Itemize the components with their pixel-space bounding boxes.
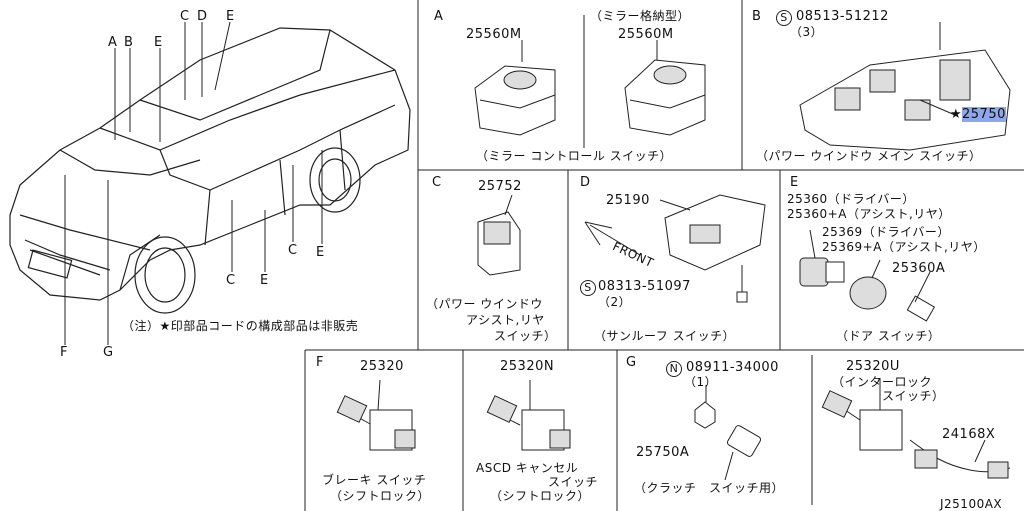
panel-c-part-code: 25752: [478, 179, 522, 194]
panel-f-caption-1b: （シフトロック）: [330, 489, 431, 503]
panel-b-part-code: 25750: [962, 107, 1006, 122]
panel-c-caption-3: スイッチ）: [494, 329, 557, 343]
car-label-c-lower: C: [226, 273, 236, 288]
panel-c-letter: C: [432, 175, 442, 190]
mirror-switch-drawing: [474, 40, 706, 136]
panel-d-screw-symbol: S: [580, 280, 596, 296]
car-label-a: A: [108, 35, 118, 50]
panel-d-letter: D: [580, 175, 591, 190]
panel-g-bolt-code: 25750A: [636, 445, 690, 460]
panel-f-caption-2a: ASCD キャンセル: [476, 461, 579, 475]
panel-g-letter: G: [626, 355, 637, 370]
car-label-g: G: [103, 345, 114, 360]
clutch-switch-drawing: [694, 378, 1011, 481]
panel-b-letter: B: [752, 9, 762, 24]
car-label-d: D: [197, 9, 208, 24]
car-illustration: [9, 27, 411, 314]
panel-b-screw-qty: （3）: [790, 25, 824, 39]
panel-d-screw-qty: （2）: [598, 295, 632, 309]
door-switch-drawing: [799, 229, 936, 322]
panel-f-letter: F: [316, 355, 324, 370]
car-label-e-rear: E: [316, 245, 325, 260]
panel-f-caption-2b: スイッチ: [548, 475, 599, 489]
panel-c-caption-2: アシスト,リヤ: [466, 313, 545, 327]
panel-c-caption-1: （パワー ウインドウ: [426, 297, 543, 311]
car-label-e-top: E: [226, 9, 235, 24]
panel-a-part-code: 25560M: [466, 27, 522, 42]
car-label-e-lower: E: [260, 273, 269, 288]
panel-f-caption-1a: ブレーキ スイッチ: [322, 473, 427, 487]
panel-d-screw-code: 08313-51097: [598, 279, 691, 294]
panel-e-line-2: 25360+A（アシスト,リヤ）: [787, 207, 951, 221]
panel-g-nut-symbol: N: [666, 361, 682, 377]
panel-e-letter: E: [790, 175, 799, 190]
panel-e-caption: （ドア スイッチ）: [836, 329, 941, 343]
panel-g-caption: （クラッチ スイッチ用）: [634, 481, 785, 495]
drawing-code: J25100AX: [940, 497, 1003, 511]
panel-a-folding-part-code: 25560M: [618, 27, 674, 42]
panel-g-interlock-part-code: 25320U: [846, 359, 900, 374]
panel-g-nut-code: 08911-34000: [686, 360, 779, 375]
panel-d-caption: （サンルーフ スイッチ）: [594, 329, 736, 343]
panel-f-caption-2c: （シフトロック）: [490, 489, 591, 503]
panel-b-star: ★: [950, 107, 963, 122]
car-label-c-rear: C: [288, 243, 298, 258]
panel-g-nut-qty: （1）: [684, 375, 718, 389]
panel-d-part-code: 25190: [606, 193, 650, 208]
panel-e-line-3: 25369（ドライバー）: [822, 225, 950, 239]
panel-b-caption: （パワー ウインドウ メイン スイッチ）: [756, 149, 982, 163]
power-window-assist-switch-drawing: [477, 194, 521, 276]
panel-f-part-code: 25320: [360, 359, 404, 374]
panel-f-part-code-2: 25320N: [500, 359, 555, 374]
power-window-main-switch-drawing: [799, 22, 1011, 151]
panel-g-interlock-caption-2: スイッチ）: [882, 389, 945, 403]
panel-a-folding-title: （ミラー格納型）: [590, 9, 691, 23]
panel-a-caption: （ミラー コントロール スイッチ）: [476, 149, 673, 163]
panel-e-line-1: 25360（ドライバー）: [787, 192, 915, 206]
panel-b-screw-symbol: S: [776, 10, 792, 26]
brake-switch-drawing: [336, 379, 571, 451]
panel-g-harness-part-code: 24168X: [942, 427, 996, 442]
panel-e-line-4: 25369+A（アシスト,リヤ）: [822, 240, 986, 254]
panel-b-screw-code: 08513-51212: [796, 9, 889, 24]
panel-e-part-a: 25360A: [892, 261, 946, 276]
car-label-f: F: [60, 345, 68, 360]
car-label-b: B: [124, 35, 134, 50]
car-label-e: E: [154, 35, 163, 50]
car-label-c: C: [180, 9, 190, 24]
sunroof-switch-drawing: [584, 194, 766, 303]
panel-a-letter: A: [434, 9, 444, 24]
panel-frames: [304, 0, 1024, 511]
panel-g-interlock-caption-1: （インターロック: [832, 375, 933, 389]
car-callouts: [64, 21, 323, 345]
non-sale-note: （注）★印部品コードの構成部品は非販売: [122, 319, 359, 333]
